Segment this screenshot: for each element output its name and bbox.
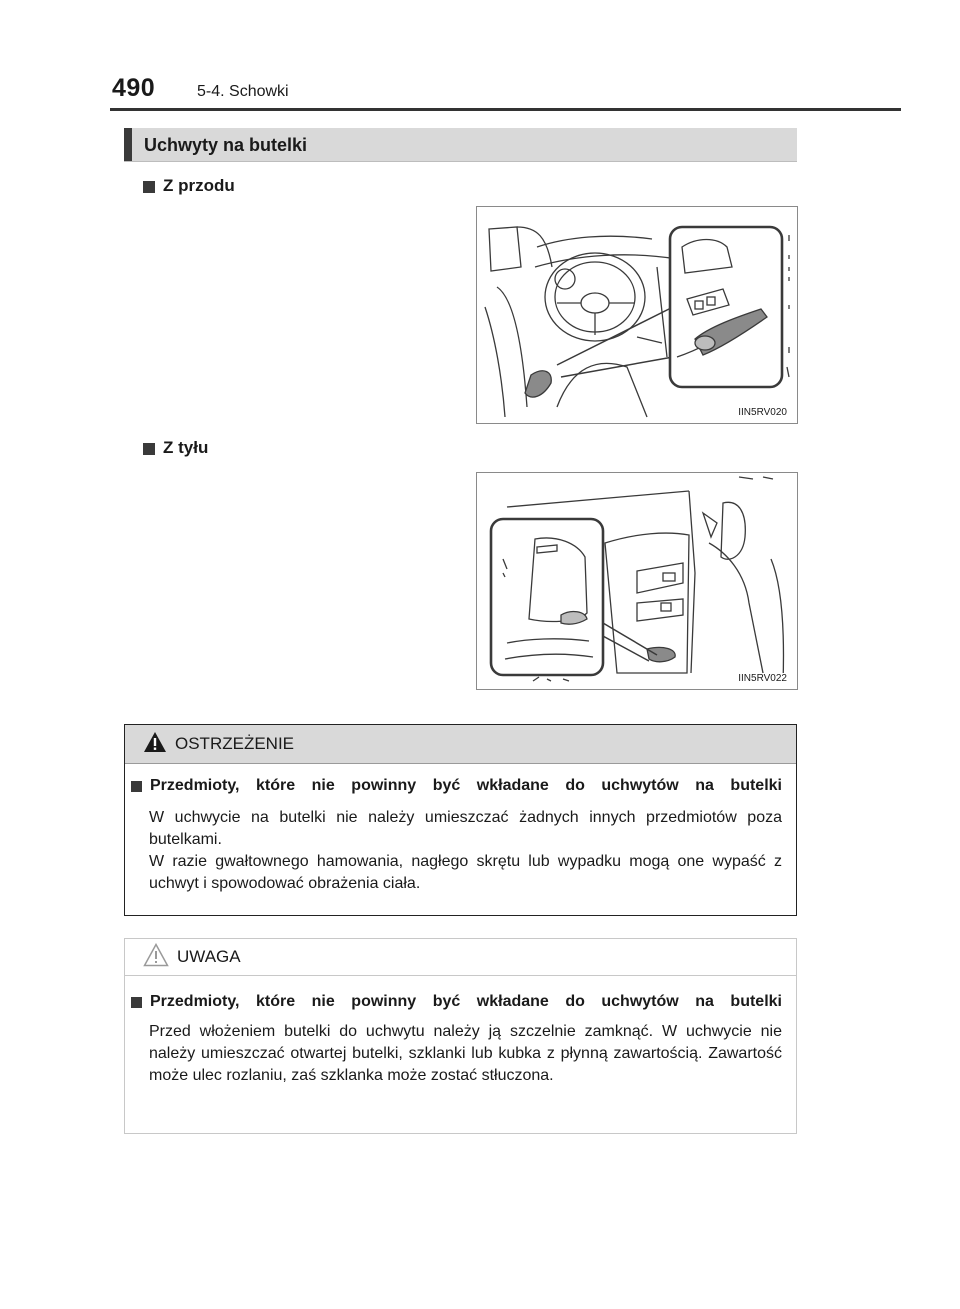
section-path: 5-4. Schowki — [197, 83, 289, 100]
warning-triangle-icon — [143, 731, 167, 758]
square-bullet-icon — [131, 997, 142, 1008]
notice-heading: Przedmioty, które nie powinny być wkłada… — [131, 993, 782, 1011]
rear-cupholder-illustration: IIN5RV022 — [476, 472, 798, 690]
rear-figure-code: IIN5RV022 — [736, 673, 789, 684]
warning-paragraph: W razie gwałtownego hamowania, nagłego s… — [149, 853, 782, 892]
notice-title-bar: UWAGA — [125, 939, 796, 976]
notice-heading-text: Przedmioty, które nie powinny być wkłada… — [150, 993, 782, 1010]
rear-heading-text: Z tyłu — [163, 438, 209, 457]
front-interior-drawing — [484, 225, 790, 418]
front-heading: Z przodu — [143, 176, 235, 196]
square-bullet-icon — [143, 442, 155, 455]
warning-box: OSTRZEŻENIE Przedmioty, które nie powinn… — [124, 724, 797, 916]
front-heading-text: Z przodu — [163, 176, 235, 195]
section-title: Uchwyty na butelki — [144, 135, 308, 155]
section-title-bar: Uchwyty na butelki — [124, 128, 797, 162]
notice-box: UWAGA Przedmioty, które nie powinny być … — [124, 938, 797, 1134]
rear-heading: Z tyłu — [143, 438, 208, 458]
warning-heading: Przedmioty, które nie powinny być wkłada… — [131, 777, 782, 795]
square-bullet-icon — [131, 781, 142, 792]
rear-interior-drawing — [489, 476, 785, 684]
front-figure-code: IIN5RV020 — [736, 407, 789, 418]
warning-body: W uchwycie na butelki nie należy umieszc… — [149, 807, 782, 895]
warning-label: OSTRZEŻENIE — [175, 734, 295, 753]
notice-paragraph: Przed włożeniem butelki do uchwytu należ… — [149, 1023, 782, 1084]
notice-label: UWAGA — [177, 947, 241, 966]
warning-title-bar: OSTRZEŻENIE — [125, 725, 796, 764]
notice-body: Przed włożeniem butelki do uchwytu należ… — [149, 1021, 782, 1087]
warning-paragraph: W uchwycie na butelki nie należy umieszc… — [149, 809, 782, 848]
caution-triangle-icon — [143, 942, 169, 972]
square-bullet-icon — [143, 180, 155, 193]
section-accent — [124, 128, 132, 161]
page-number: 490 — [112, 74, 156, 102]
header-rule — [110, 108, 901, 111]
warning-heading-text: Przedmioty, które nie powinny być wkłada… — [150, 777, 782, 794]
front-cupholder-illustration: IIN5RV020 — [476, 206, 798, 424]
